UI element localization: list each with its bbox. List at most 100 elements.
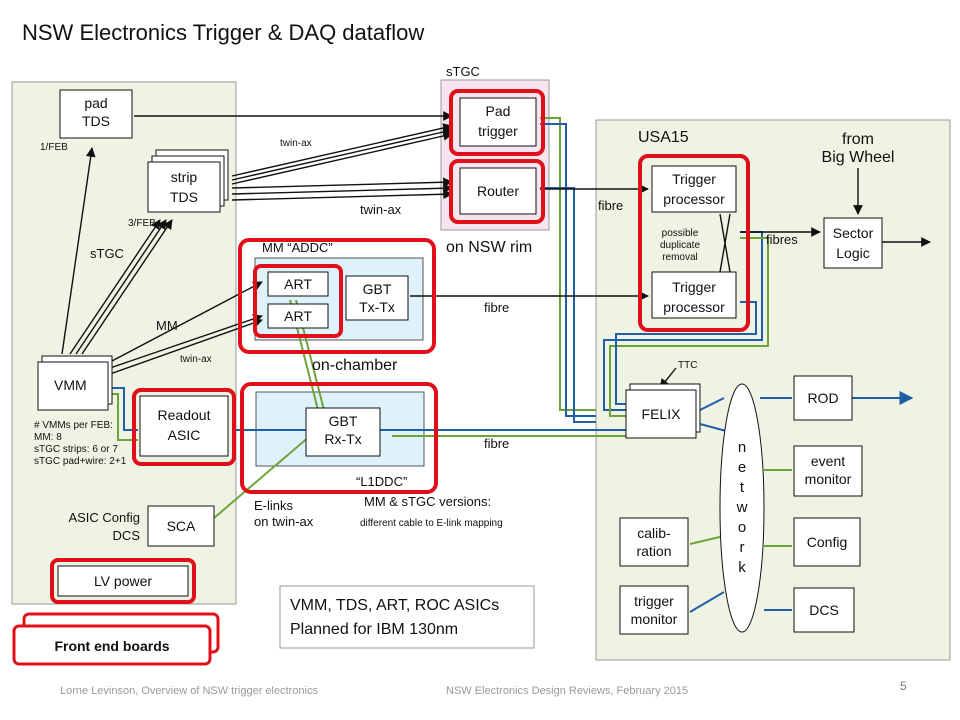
duplicate-note-2: duplicate xyxy=(660,240,700,251)
event-monitor-label-1: event xyxy=(811,453,845,469)
vmm-box xyxy=(37,361,109,411)
trigger-monitor-box xyxy=(619,585,689,635)
network-letter: t xyxy=(740,479,745,496)
page-number: 5 xyxy=(900,679,907,693)
readout-asic-label-2: ASIC xyxy=(168,427,201,443)
vmms-per-feb-2: MM: 8 xyxy=(34,432,62,443)
calibration-label-1: calib- xyxy=(637,525,671,541)
art-box-1 xyxy=(267,271,329,297)
art-box-2 xyxy=(267,303,329,329)
vmm-label: VMM xyxy=(54,377,87,393)
highlight-art xyxy=(253,264,343,338)
highlight-router xyxy=(449,159,545,224)
config-label: Config xyxy=(807,534,847,550)
versions-note-2: different cable to E-link mapping xyxy=(360,518,503,529)
trigger-processor-1-label-2: processor xyxy=(663,191,725,207)
versions-note-1: MM & sTGC versions: xyxy=(364,494,491,509)
trigger-processor-2-label-2: processor xyxy=(663,299,725,315)
art-label-2: ART xyxy=(284,308,312,324)
vmms-per-feb-1: # VMMs per FEB: xyxy=(34,420,113,431)
asics-note-2: Planned for IBM 130nm xyxy=(290,621,458,638)
trigger-processor-2-label-1: Trigger xyxy=(672,279,716,295)
rod-box xyxy=(793,375,853,421)
strip-tds-box xyxy=(147,161,221,213)
art-label-1: ART xyxy=(284,276,312,292)
pad-tds-label-1: pad xyxy=(84,95,107,111)
pad-tds-label-2: TDS xyxy=(82,113,110,129)
strip-tds-label-2: TDS xyxy=(170,189,198,205)
network-letter: r xyxy=(740,539,745,556)
footer-left: Lorne Levinson, Overview of NSW trigger … xyxy=(60,685,318,697)
event-monitor-box xyxy=(793,445,863,497)
usa15-header: USA15 xyxy=(638,129,689,146)
front-end-boards-badge xyxy=(12,624,212,666)
fibres-label: fibres xyxy=(766,232,798,247)
highlight-lv-power xyxy=(50,558,196,604)
trigger-monitor-label-1: trigger xyxy=(634,593,674,609)
highlight-trigger-processors xyxy=(638,154,750,332)
duplicate-note-3: removal xyxy=(662,252,698,263)
per-feb-1: 1/FEB xyxy=(40,142,68,153)
from-big-wheel-2: Big Wheel xyxy=(822,149,895,166)
readout-asic-box xyxy=(139,395,229,457)
highlight-pad-trigger xyxy=(449,89,545,156)
sca-label: SCA xyxy=(167,518,196,534)
elinks-label-1: E-links xyxy=(254,498,294,513)
ttc-label: TTC xyxy=(678,360,697,371)
fibre-label-l1ddc: fibre xyxy=(484,436,509,451)
arrow-lines xyxy=(61,111,931,389)
lv-power-label: LV power xyxy=(94,573,152,589)
asics-note-1: VMM, TDS, ART, ROC ASICs xyxy=(290,597,499,614)
strip-tds-label-1: strip xyxy=(171,169,198,185)
calibration-label-2: ration xyxy=(636,543,671,559)
rod-label: ROD xyxy=(807,390,838,406)
network-letter: e xyxy=(738,459,746,476)
stgc-rim-header: sTGC xyxy=(446,64,480,79)
sector-logic-label-1: Sector xyxy=(833,225,874,241)
l1ddc-label: “L1DDC” xyxy=(356,474,407,489)
network-label: n e t w o r k xyxy=(736,439,748,576)
trigger-monitor-label-2: monitor xyxy=(631,611,678,627)
footer-center: NSW Electronics Design Reviews, February… xyxy=(446,685,688,697)
highlight-addc xyxy=(238,238,436,354)
network-ellipse xyxy=(719,383,765,633)
network-letter: o xyxy=(738,519,746,536)
addc-header: MM “ADDC” xyxy=(262,240,333,255)
sca-box xyxy=(147,505,215,547)
lv-power-box xyxy=(57,565,189,597)
on-nsw-rim-label: on NSW rim xyxy=(446,239,532,256)
twinax-label-top: twin-ax xyxy=(280,138,312,149)
vmms-per-feb-3: sTGC strips: 6 or 7 xyxy=(34,444,118,455)
sector-logic-box xyxy=(823,217,883,269)
event-monitor-label-2: monitor xyxy=(805,471,852,487)
pad-tds-box xyxy=(59,89,133,139)
trigger-processor-box-2 xyxy=(651,271,737,319)
network-letter: k xyxy=(738,559,746,576)
per-feb-3: 3/FEB xyxy=(128,218,156,229)
twinax-label-mid: twin-ax xyxy=(360,202,402,217)
duplicate-note-1: possible xyxy=(662,228,699,239)
fibre-label-router: fibre xyxy=(598,198,623,213)
felix-label: FELIX xyxy=(642,406,682,422)
gbt-rxtx-box xyxy=(305,407,381,457)
config-box xyxy=(793,517,861,567)
gbt-rxtx-label-1: GBT xyxy=(329,413,358,429)
highlight-outlines xyxy=(50,89,750,604)
network-letter: w xyxy=(736,499,748,516)
front-end-boards-label: Front end boards xyxy=(54,638,169,654)
link-lines xyxy=(108,117,914,613)
vmms-per-feb-4: sTGC pad+wire: 2+1 xyxy=(34,456,127,467)
on-chamber-label: on-chamber xyxy=(312,357,398,374)
pad-trigger-label-1: Pad xyxy=(486,103,511,119)
fibre-label-addc: fibre xyxy=(484,300,509,315)
trigger-processor-1-label-1: Trigger xyxy=(672,171,716,187)
stgc-frontend-label: sTGC xyxy=(90,246,124,261)
network-letter: n xyxy=(738,439,746,456)
router-label: Router xyxy=(477,183,519,199)
router-box xyxy=(459,167,537,215)
highlight-l1ddc xyxy=(240,382,438,494)
pad-trigger-label-2: trigger xyxy=(478,123,518,139)
pad-trigger-box xyxy=(459,97,537,147)
from-big-wheel-1: from xyxy=(842,131,874,148)
